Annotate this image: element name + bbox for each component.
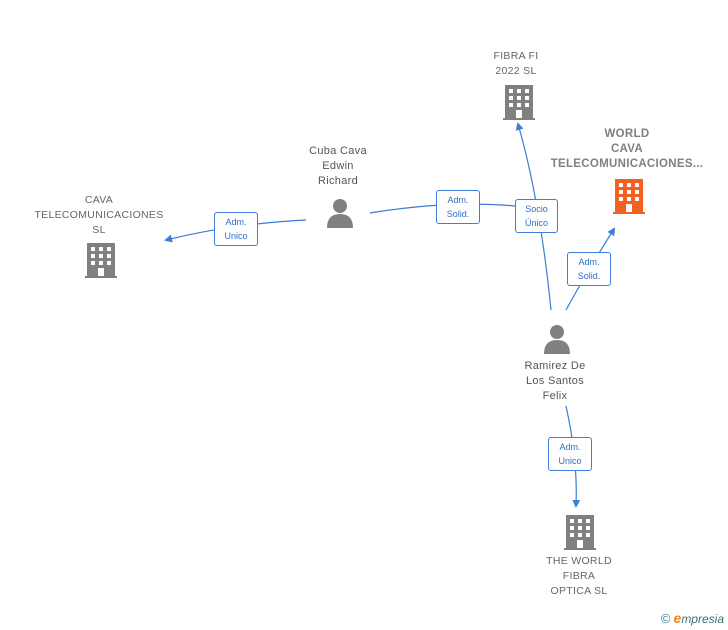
node-label-line: Cuba Cava bbox=[309, 145, 367, 157]
node-label-world-fibra: THE WORLD FIBRA OPTICA SL bbox=[526, 554, 632, 599]
node-label-line: Ramirez De bbox=[524, 360, 586, 372]
building-icon[interactable] bbox=[503, 85, 535, 120]
node-label-line: FIBRA FI bbox=[493, 50, 539, 62]
edge-label-cuba-to-cava-telecom[interactable]: Adm. Unico bbox=[214, 212, 258, 246]
edge-label-line: Solid. bbox=[577, 271, 601, 281]
node-label-line: TELECOMUNICACIONES... bbox=[550, 158, 704, 170]
node-label-ramirez: Ramirez De Los Santos Felix bbox=[505, 359, 605, 404]
node-label-cava-telecom: CAVA TELECOMUNICACIONES SL bbox=[24, 193, 174, 238]
node-label-fibra-fi: FIBRA FI 2022 SL bbox=[466, 49, 566, 79]
node-label-line: Edwin bbox=[322, 160, 354, 172]
copyright-symbol: © bbox=[660, 611, 671, 626]
node-label-line: SL bbox=[92, 224, 106, 236]
edge-label-line: Adm. bbox=[578, 257, 600, 267]
node-label-world-cava: WORLD CAVA TELECOMUNICACIONES... bbox=[542, 127, 712, 172]
node-label-line: Felix bbox=[542, 390, 568, 402]
edge-label-ramirez-to-world-cava[interactable]: Adm. Solid. bbox=[567, 252, 611, 286]
node-label-line: Los Santos bbox=[525, 375, 585, 387]
edge-label-ramirez-to-world-fibra[interactable]: Adm. Unico bbox=[548, 437, 592, 471]
edge-label-line: Solid. bbox=[446, 209, 470, 219]
building-icon[interactable] bbox=[613, 179, 645, 214]
edge-label-line: Unico bbox=[558, 456, 582, 466]
edge-label-line: Adm. bbox=[225, 217, 247, 227]
brand-initial: e bbox=[673, 610, 682, 626]
brand-logo: ©empresia bbox=[661, 610, 724, 626]
building-icon[interactable] bbox=[85, 243, 117, 278]
edge-label-line: Adm. bbox=[559, 442, 581, 452]
node-label-line: CAVA bbox=[84, 194, 114, 206]
node-label-line: FIBRA bbox=[562, 570, 596, 582]
node-label-line: 2022 SL bbox=[495, 65, 537, 77]
node-label-line: OPTICA SL bbox=[550, 585, 608, 597]
edge-label-line: Unico bbox=[224, 231, 248, 241]
edge-label-ramirez-to-fibra-fi[interactable]: Socio Único bbox=[515, 199, 558, 233]
node-label-cuba-cava: Cuba Cava Edwin Richard bbox=[288, 144, 388, 189]
node-label-line: THE WORLD bbox=[546, 555, 612, 567]
edge-label-cuba-to-world-cava[interactable]: Adm. Solid. bbox=[436, 190, 480, 224]
edge-label-line: Adm. bbox=[447, 195, 469, 205]
building-icon[interactable] bbox=[564, 515, 596, 550]
person-icon[interactable] bbox=[542, 324, 572, 354]
node-label-line: WORLD bbox=[604, 128, 650, 140]
edge-label-line: Único bbox=[524, 218, 548, 228]
node-label-line: CAVA bbox=[610, 143, 644, 155]
edge-label-line: Socio bbox=[525, 204, 548, 214]
node-label-line: Richard bbox=[317, 175, 358, 187]
person-icon[interactable] bbox=[325, 198, 355, 228]
brand-name: mpresia bbox=[681, 612, 724, 626]
node-label-line: TELECOMUNICACIONES bbox=[34, 209, 164, 221]
